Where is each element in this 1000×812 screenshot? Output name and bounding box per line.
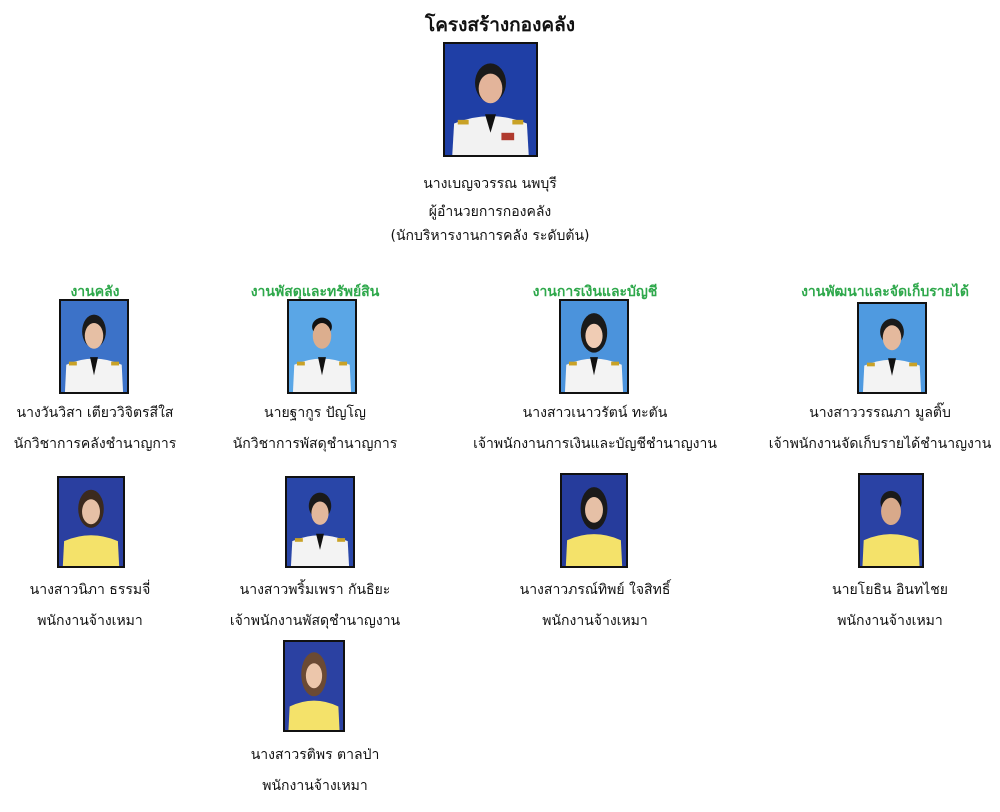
staff-name: นางวันวิสา เตียววิจิตรสีใส [16,405,174,421]
staff-photo [57,476,125,568]
section-title-accounting: งานการเงินและบัญชี [532,284,658,300]
staff-position: เจ้าพนักงานจัดเก็บรายได้ชำนาญงาน [768,436,992,452]
staff-name: นายฐากูร ปัญโญ [264,405,366,421]
staff-photo [287,299,357,394]
director-name: นางเบญจวรรณ นพบุรี [423,176,557,192]
staff-position: พนักงานจ้างเหมา [542,613,648,629]
section-title-procurement: งานพัสดุและทรัพย์สิน [250,284,380,300]
staff-name: นางสาวภรณ์ทิพย์ ใจสิทธิ์ [519,582,671,598]
staff-name: นางสาวพริ้มเพรา กันธิยะ [239,582,391,598]
staff-photo [559,299,629,394]
page-title: โครงสร้างกองคลัง [425,14,575,36]
director-position: ผู้อำนวยการกองคลัง [428,204,552,220]
section-title-finance: งานคลัง [70,284,120,300]
staff-position: พนักงานจ้างเหมา [262,778,368,794]
staff-photo [285,476,355,568]
director-level: (นักบริหารงานการคลัง ระดับต้น) [390,228,590,244]
staff-position: นักวิชาการคลังชำนาญการ [13,436,177,452]
staff-position: พนักงานจ้างเหมา [837,613,943,629]
director-photo [443,42,538,157]
staff-name: นางสาวนิภา ธรรมจี่ [29,582,151,598]
staff-photo [283,640,345,732]
staff-photo [560,473,628,568]
staff-photo [858,473,924,568]
staff-position: เจ้าพนักงานการเงินและบัญชีชำนาญงาน [473,436,717,452]
staff-position: นักวิชาการพัสดุชำนาญการ [232,436,398,452]
staff-photo [59,299,129,394]
staff-position: พนักงานจ้างเหมา [37,613,143,629]
staff-name: นายโยธิน อินทไชย [832,582,948,598]
staff-name: นางสาวรติพร ตาลป่า [250,747,380,763]
staff-position: เจ้าพนักงานพัสดุชำนาญงาน [229,613,401,629]
staff-name: นางสาววรรณภา มูลติ๊บ [809,405,951,421]
staff-photo [857,302,927,394]
staff-name: นางสาวเนาวรัตน์ ทะตัน [522,405,668,421]
section-title-revenue: งานพัฒนาและจัดเก็บรายได้ [801,284,969,300]
